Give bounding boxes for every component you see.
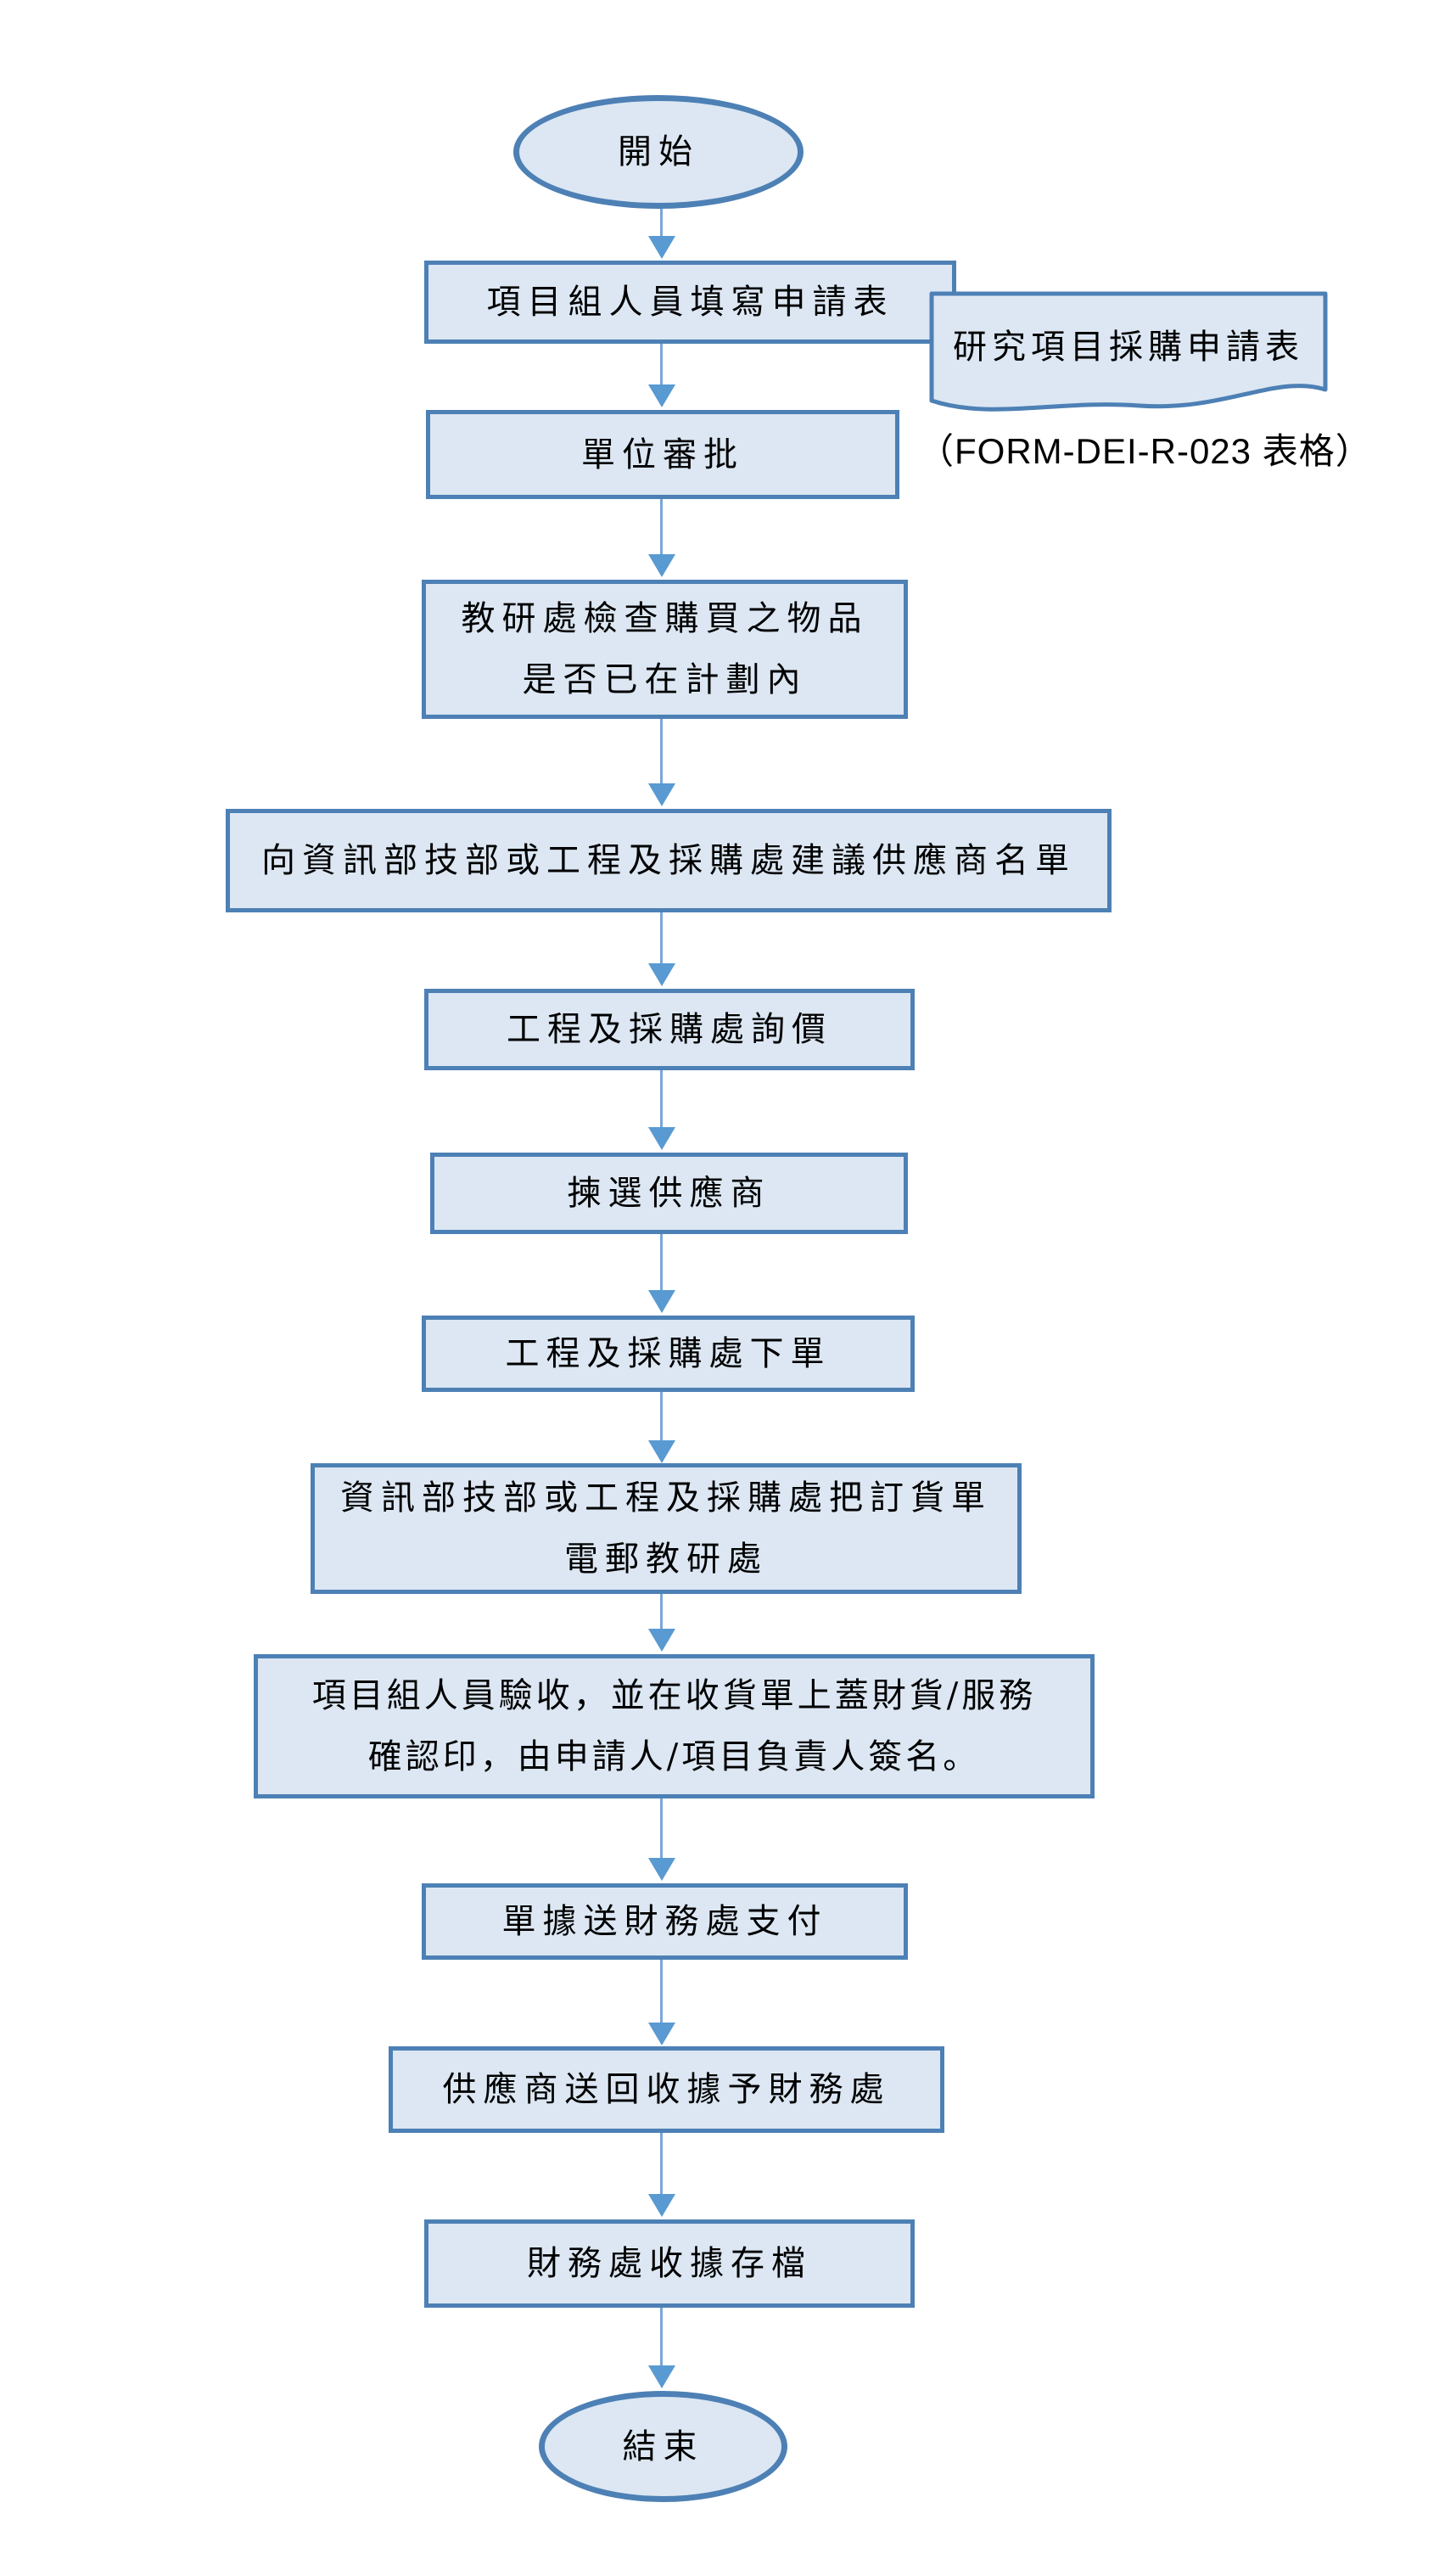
node-archive-receipt: 財務處收據存檔	[424, 2219, 915, 2308]
node-supplier-receipt: 供應商送回收據予財務處	[389, 2046, 944, 2133]
arrow-connector	[660, 499, 663, 554]
arrow-connector	[660, 719, 663, 783]
arrow-connector	[660, 2133, 663, 2194]
document-shape-outline	[929, 291, 1328, 412]
node-send-finance: 單據送財務處支付	[422, 1883, 908, 1960]
node-label: 工程及採購處詢價	[507, 1010, 832, 1049]
arrow-connector	[660, 344, 663, 384]
arrow-connector	[660, 2308, 663, 2365]
node-label: 工程及採購處下單	[505, 1334, 832, 1373]
arrow-connector	[660, 209, 663, 236]
node-label: 向資訊部技部或工程及採購處建議供應商名單	[261, 841, 1076, 880]
node-select-supplier: 揀選供應商	[430, 1153, 908, 1234]
node-fill-application: 項目組人員填寫申請表	[424, 261, 956, 344]
node-start-terminator: 開始	[513, 95, 804, 209]
arrow-connector	[660, 1594, 663, 1629]
arrow-connector	[660, 912, 663, 963]
node-label: 教研處檢查購買之物品 是否已在計劃內	[461, 599, 869, 699]
node-email-order: 資訊部技部或工程及採購處把訂貨單 電郵教研處	[311, 1463, 1022, 1594]
node-unit-approval: 單位審批	[426, 410, 899, 499]
node-place-order: 工程及採購處下單	[422, 1316, 915, 1392]
node-label: 揀選供應商	[567, 1174, 771, 1213]
node-label: 資訊部技部或工程及採購處把訂貨單 電郵教研處	[340, 1478, 992, 1579]
node-price-inquiry: 工程及採購處詢價	[424, 989, 915, 1070]
node-label: 結束	[622, 2427, 704, 2466]
node-label: 開始	[618, 132, 699, 171]
node-dei-check: 教研處檢查購買之物品 是否已在計劃內	[422, 580, 908, 719]
node-end-terminator: 結束	[539, 2391, 787, 2502]
node-suggest-suppliers: 向資訊部技部或工程及採購處建議供應商名單	[226, 809, 1112, 912]
node-label: 項目組人員填寫申請表	[486, 283, 894, 322]
arrow-connector	[660, 1960, 663, 2023]
node-acceptance: 項目組人員驗收，並在收貨單上蓋財貨/服務 確認印，由申請人/項目負責人簽名。	[254, 1654, 1095, 1798]
arrow-connector	[660, 1798, 663, 1858]
arrow-connector	[660, 1392, 663, 1440]
node-label: 項目組人員驗收，並在收貨單上蓋財貨/服務 確認印，由申請人/項目負責人簽名。	[311, 1676, 1037, 1776]
node-label: 財務處收據存檔	[527, 2244, 812, 2283]
document-shape-label: 研究項目採購申請表	[953, 328, 1304, 367]
document-shape: 研究項目採購申請表	[929, 291, 1328, 420]
arrow-connector	[660, 1070, 663, 1127]
form-code-note: （FORM-DEI-R-023 表格）	[918, 431, 1372, 471]
node-label: 單據送財務處支付	[501, 1902, 828, 1941]
node-label: 供應商送回收據予財務處	[442, 2070, 891, 2109]
node-label: 單位審批	[581, 435, 744, 474]
arrow-connector	[660, 1234, 663, 1290]
